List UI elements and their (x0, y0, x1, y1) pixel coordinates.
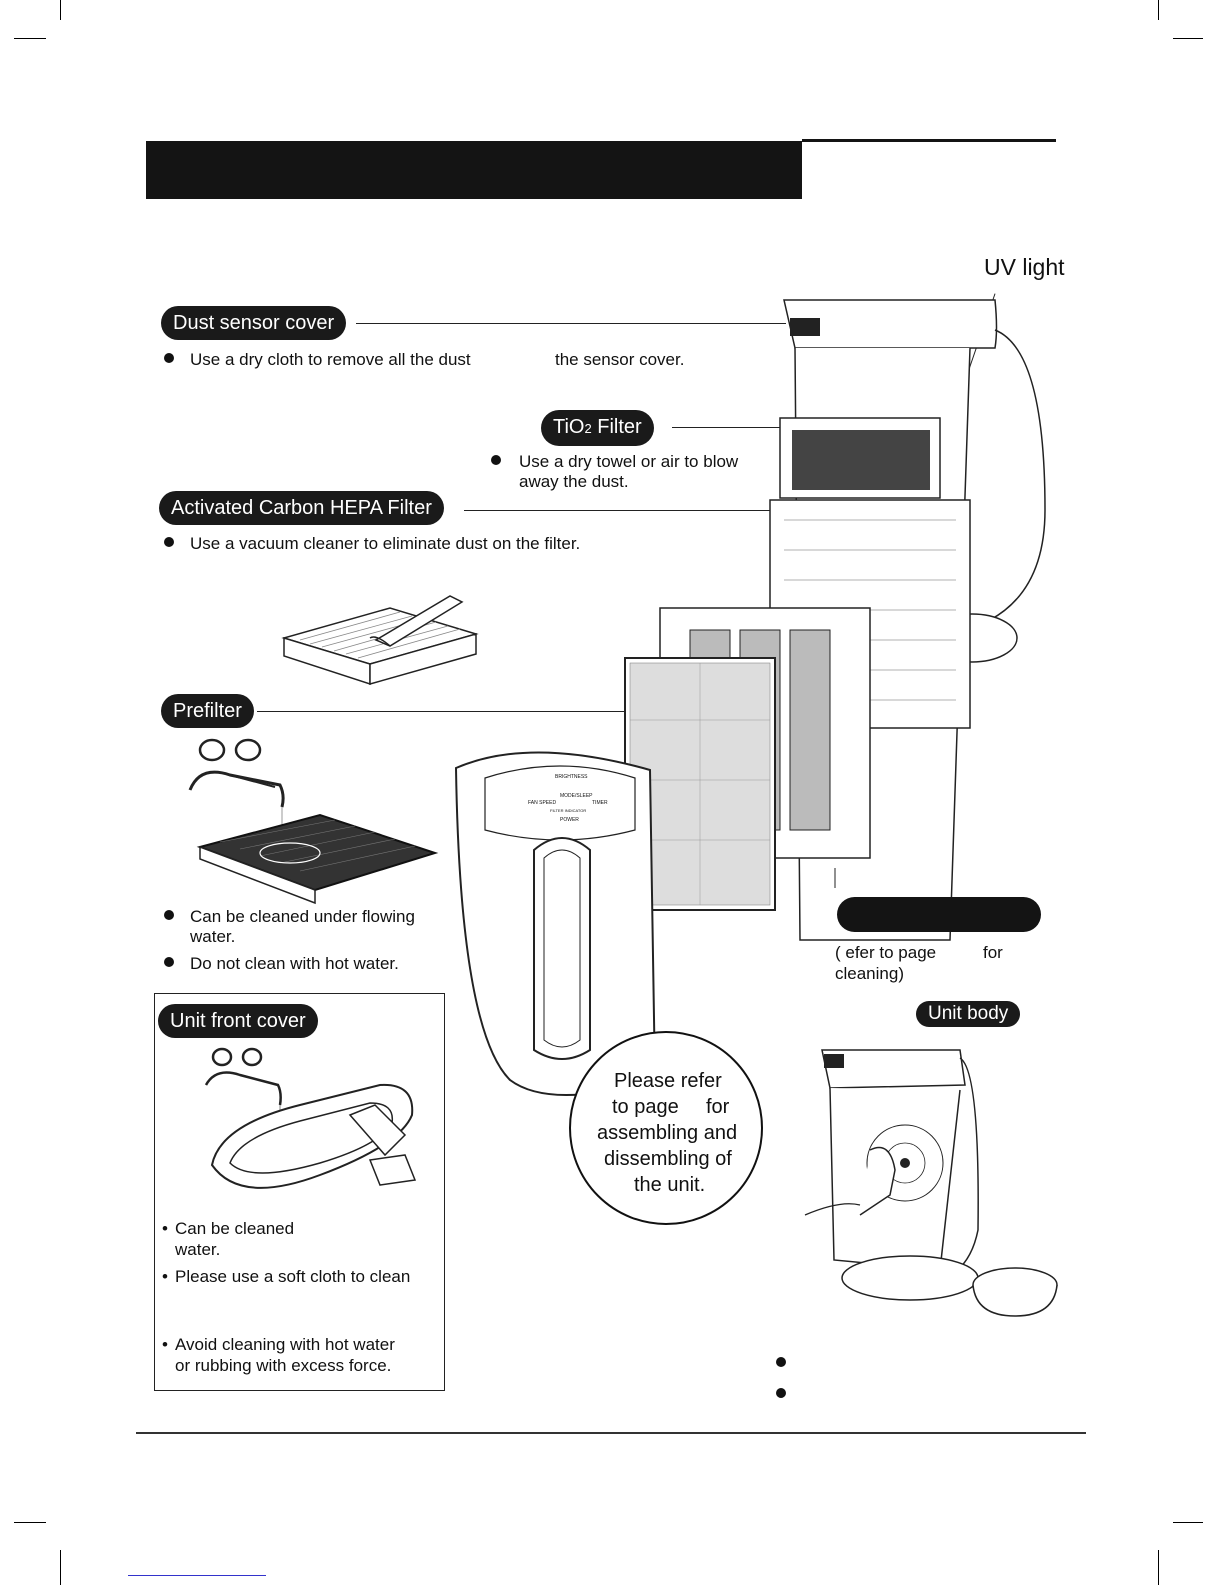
refer-text-c: cleaning) (835, 964, 904, 983)
front-instruction-1a: Can be cleaned (175, 1219, 295, 1238)
filter-label-pill (837, 897, 1041, 932)
tio2-instruction-2: away the dust. (519, 472, 629, 491)
faucet-front-cover-illustration (204, 1047, 417, 1189)
bullet (164, 957, 174, 967)
callout-line-1: Please refer (614, 1070, 722, 1092)
footer-rule (136, 1432, 1086, 1434)
section-header-bar (146, 141, 802, 199)
assembly-callout-circle (569, 1031, 763, 1225)
panel-fan-speed: FAN SPEED (528, 800, 557, 806)
crop-mark (1158, 0, 1159, 20)
tio2-subscript: 2 (584, 421, 592, 436)
vacuum-filter-illustration (281, 595, 479, 686)
carbon-hepa-instruction: Use a vacuum cleaner to eliminate dust o… (190, 534, 581, 553)
unit-body-label: Unit body (916, 1001, 1021, 1027)
tio2-instruction-1: Use a dry towel or air to blow (519, 452, 739, 471)
bullet (164, 353, 174, 363)
panel-mode: MODE/SLEEP (560, 793, 593, 799)
bullet (776, 1388, 786, 1398)
callout-line-2b: for (706, 1096, 730, 1118)
front-instruction-3b: or rubbing with excess force. (175, 1356, 392, 1375)
prefilter-leader (257, 711, 625, 712)
crop-mark (14, 1522, 46, 1523)
prefilter-instruction-1a: Can be cleaned under flowing (190, 907, 415, 926)
tio2-filter-text: Filter (591, 416, 642, 438)
refer-text-b: for (983, 943, 1003, 962)
dust-sensor-instruction-a: Use a dry cloth to remove all the dust (190, 350, 471, 369)
callout-line-5: the unit. (634, 1174, 706, 1196)
crop-mark (60, 1550, 61, 1585)
crop-mark (14, 38, 46, 39)
air-purifier-exploded-view (454, 299, 1046, 1096)
front-instruction-3a: Avoid cleaning with hot water (175, 1335, 395, 1354)
bullet (164, 910, 174, 920)
crop-mark (60, 0, 61, 20)
front-instruction-2: Please use a soft cloth to clean (175, 1267, 411, 1286)
front-dot: • (162, 1335, 168, 1354)
footer-link-underline (128, 1575, 266, 1576)
unit-front-cover-box (154, 993, 445, 1391)
front-instruction-1b: water. (175, 1240, 221, 1259)
section-header-rule (802, 139, 1056, 142)
bullet (776, 1357, 786, 1367)
uv-light-label: UV light (984, 254, 1065, 280)
prefilter-instruction-2: Do not clean with hot water. (190, 954, 399, 973)
panel-power: POWER (560, 817, 579, 823)
bullet (491, 455, 501, 465)
callout-line-3: assembling and (597, 1122, 738, 1144)
unit-body-illustration (804, 1049, 1058, 1317)
front-dot: • (162, 1219, 168, 1238)
bullet (164, 537, 174, 547)
refer-text-a: ( efer to page (835, 943, 937, 962)
callout-line-2a: to page (612, 1096, 679, 1118)
tio2-leader (672, 427, 780, 428)
panel-timer: TIMER (592, 800, 608, 806)
tio2-filter-label: TiO2 Filter (541, 410, 654, 446)
carbon-hepa-leader (464, 510, 770, 511)
faucet-prefilter-illustration (188, 738, 439, 905)
panel-filter-indicator: FILTER INDICATOR (550, 808, 587, 813)
dust-sensor-cover-label: Dust sensor cover (161, 306, 347, 340)
prefilter-instruction-1b: water. (190, 927, 236, 946)
panel-brightness: BRIGHTNESS (555, 774, 588, 780)
crop-mark (1173, 38, 1203, 39)
crop-mark (1158, 1550, 1159, 1585)
tio2-text: TiO (553, 416, 585, 438)
unit-front-cover-label: Unit front cover (158, 1004, 318, 1038)
crop-mark (1173, 1522, 1203, 1523)
dust-sensor-leader (356, 323, 786, 324)
dust-sensor-instruction-b: the sensor cover. (555, 350, 685, 369)
front-dot: • (162, 1267, 168, 1286)
prefilter-label: Prefilter (161, 694, 254, 728)
carbon-hepa-label: Activated Carbon HEPA Filter (159, 491, 444, 525)
callout-line-4: dissembling of (604, 1148, 732, 1170)
